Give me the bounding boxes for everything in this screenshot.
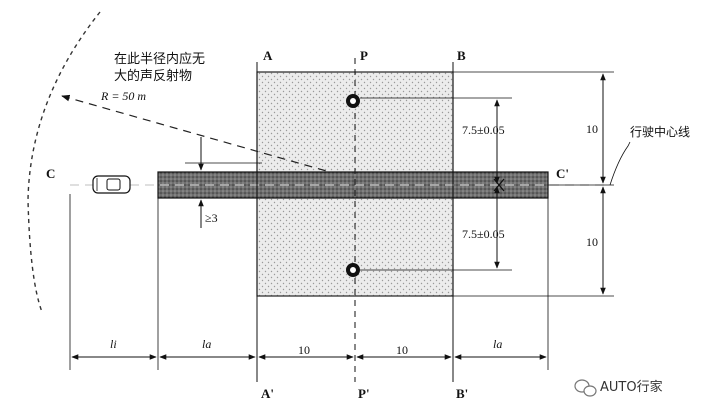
road-strip [157, 171, 549, 199]
label-c-prime: C' [556, 166, 569, 181]
dim-label-la-right: la [493, 337, 502, 351]
no-reflector-note-line1: 在此半径内应无 [114, 51, 205, 67]
center-line-leader [609, 141, 631, 186]
label-b-prime: B' [456, 386, 468, 401]
radius-arc [27, 11, 101, 313]
offset-label-top: 7.5±0.05 [462, 123, 505, 137]
wechat-icon [574, 379, 597, 397]
label-c: C [46, 166, 55, 181]
label-a-prime: A' [261, 386, 274, 401]
microphone-bottom-icon [346, 263, 360, 277]
center-line-label: 行驶中心线 [630, 124, 690, 139]
car-icon [92, 175, 131, 194]
label-p: P [360, 48, 368, 63]
label-p-prime: P' [358, 386, 370, 401]
min-gap-label: ≥3 [205, 211, 218, 225]
microphone-top-icon [346, 94, 360, 108]
right-dim-label-bottom: 10 [586, 235, 598, 249]
offset-label-bottom: 7.5±0.05 [462, 227, 505, 241]
dim-label-10-right: 10 [396, 343, 408, 357]
watermark-text: AUTO行家 [600, 379, 663, 395]
dim-label-10-left: 10 [298, 343, 310, 357]
label-a: A [263, 48, 273, 63]
dim-label-la-left: la [202, 337, 211, 351]
radius-line [61, 94, 331, 173]
dim-label-li: li [110, 337, 117, 351]
label-b: B [457, 48, 466, 63]
radius-label: R = 50 m [100, 89, 146, 103]
right-dim-label-top: 10 [586, 122, 598, 136]
no-reflector-note-line2: 大的声反射物 [114, 68, 192, 84]
